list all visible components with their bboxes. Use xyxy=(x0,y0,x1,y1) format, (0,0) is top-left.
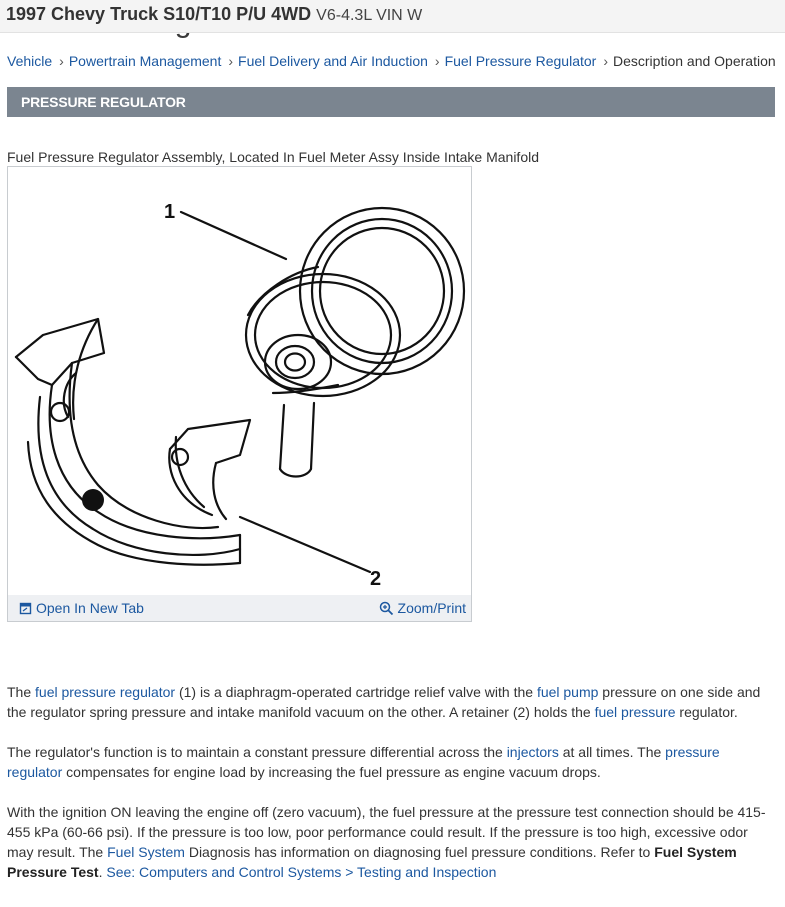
link-fuel-pressure[interactable]: fuel pressure xyxy=(594,704,676,720)
text: . xyxy=(98,864,107,880)
text: pressure on one side and the regulator s… xyxy=(7,684,761,720)
breadcrumb-fuel-delivery[interactable]: Fuel Delivery and Air Induction xyxy=(238,53,428,69)
zoom-print-label: Zoom/Print xyxy=(397,600,466,616)
text: Diagnosis has information on diagnosing … xyxy=(184,844,655,860)
link-fuel-pump[interactable]: fuel pump xyxy=(536,684,599,700)
vehicle-model: 1997 Chevy Truck S10/T10 P/U 4WD xyxy=(6,4,312,24)
breadcrumb: Vehicle›Powertrain Management›Fuel Deliv… xyxy=(7,53,776,69)
text: With the ignition ON leaving the engine … xyxy=(7,804,766,860)
text: at all times. The xyxy=(558,744,666,760)
vehicle-engine: V6-4.3L VIN W xyxy=(316,7,423,24)
figure-caption: Fuel Pressure Regulator Assembly, Locate… xyxy=(7,149,539,165)
open-new-tab-button[interactable]: Open In New Tab xyxy=(19,600,144,616)
open-new-tab-label: Open In New Tab xyxy=(36,600,144,616)
zoom-print-button[interactable]: Zoom/Print xyxy=(379,600,466,616)
callout-1: 1 xyxy=(164,201,175,223)
paragraph-description: The fuel pressure regulator (1) is a dia… xyxy=(7,682,777,722)
regulator-illustration: 1 2 xyxy=(14,201,466,590)
link-injectors[interactable]: injectors xyxy=(506,744,559,760)
link-pressure-regulator[interactable]: pressure regulator xyxy=(7,744,720,780)
text: compensates for engine load by increasin… xyxy=(62,764,601,780)
breadcrumb-current: Description and Operation xyxy=(613,53,776,69)
figure-panel: 1 2 Open In New Tab Zoom/Print xyxy=(7,166,472,622)
paragraph-test: With the ignition ON leaving the engine … xyxy=(7,802,777,882)
paragraph-function: The regulator's function is to maintain … xyxy=(7,742,777,782)
breadcrumb-powertrain-management[interactable]: Powertrain Management xyxy=(68,53,222,69)
text: The xyxy=(7,684,36,700)
chevron-right-icon: › xyxy=(59,53,64,69)
chevron-right-icon: › xyxy=(603,53,608,69)
section-header-title: PRESSURE REGULATOR xyxy=(21,94,186,110)
vehicle-name: 1997 Chevy Truck S10/T10 P/U 4WD V6-4.3L… xyxy=(6,4,422,25)
fuel-system-pressure-test-ref: Fuel System Pressure Test xyxy=(7,844,737,880)
new-tab-icon xyxy=(19,602,32,614)
link-testing-and-inspection[interactable]: See: Computers and Control Systems > Tes… xyxy=(106,864,497,880)
vehicle-header: 1997 Chevy Truck S10/T10 P/U 4WD V6-4.3L… xyxy=(0,0,785,33)
text: regulator. xyxy=(675,704,738,720)
link-fuel-system[interactable]: Fuel System xyxy=(107,844,185,860)
breadcrumb-vehicle[interactable]: Vehicle xyxy=(7,53,53,69)
chevron-right-icon: › xyxy=(228,53,234,69)
section-header: PRESSURE REGULATOR xyxy=(7,87,775,117)
breadcrumb-fuel-pressure-regulator[interactable]: Fuel Pressure Regulator xyxy=(444,53,597,69)
text: (1) is a diaphragm-operated cartridge re… xyxy=(175,684,537,700)
zoom-in-icon xyxy=(379,601,393,615)
figure-toolbar: Open In New Tab Zoom/Print xyxy=(8,595,471,621)
chevron-right-icon: › xyxy=(434,53,440,69)
callout-2: 2 xyxy=(370,568,381,590)
text: The regulator's function is to maintain … xyxy=(7,744,507,760)
link-fuel-pressure-regulator[interactable]: fuel pressure regulator xyxy=(35,684,176,700)
